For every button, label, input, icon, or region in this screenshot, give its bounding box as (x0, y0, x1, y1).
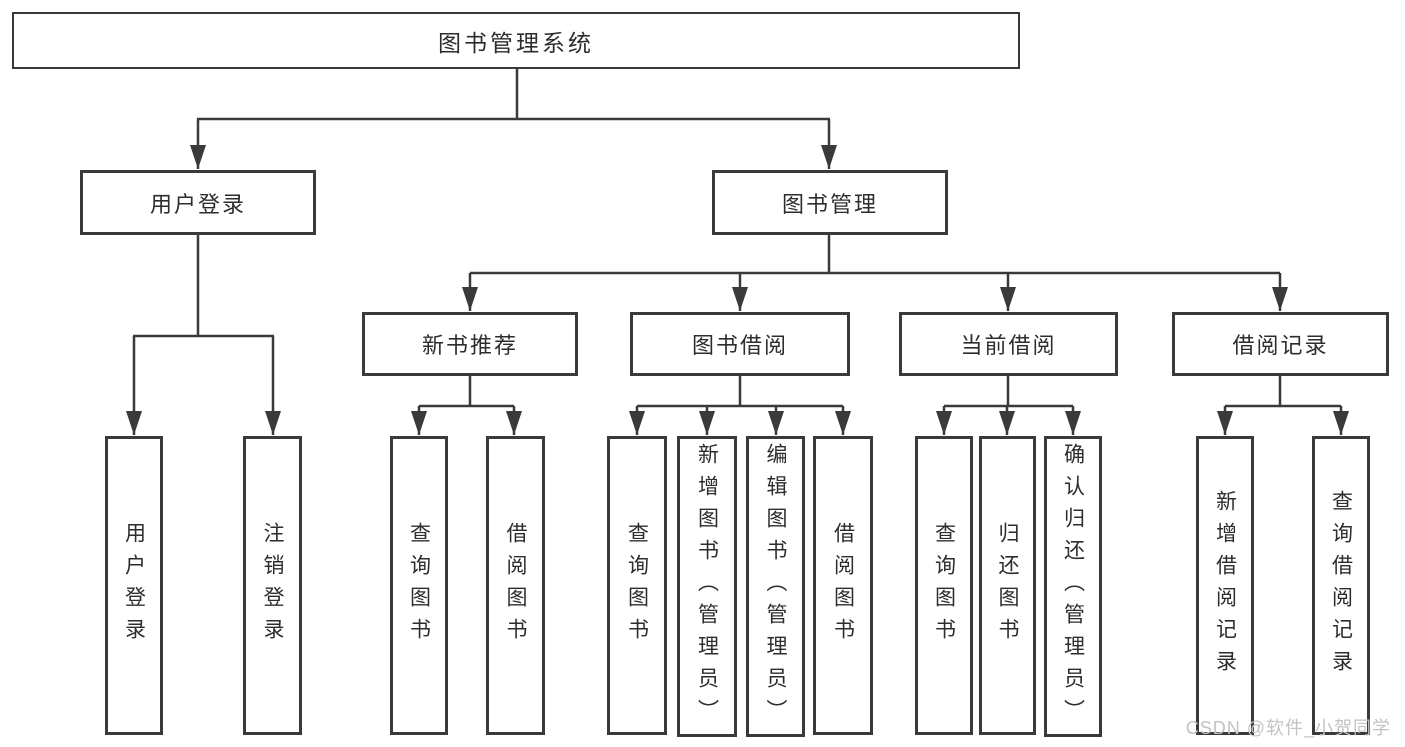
leaf-borrow-query-books-label: 查询图书 (625, 521, 649, 650)
connector-book-management-sections (462, 235, 1288, 311)
leaf-add-borrow-record: 新增借阅记录 (1196, 436, 1254, 735)
connector-borrow-records-children (1217, 376, 1349, 435)
leaf-borrow-borrow-books-label: 借阅图书 (831, 521, 855, 650)
leaf-recommend-query-books-label: 查询图书 (407, 521, 431, 650)
leaf-confirm-return-admin-label: 确认归还（管理员） (1061, 442, 1085, 731)
node-current-borrow: 当前借阅 (899, 312, 1118, 376)
node-new-book-recommend: 新书推荐 (362, 312, 578, 376)
connector-root-to-level2 (190, 69, 837, 169)
leaf-recommend-query-books: 查询图书 (390, 436, 448, 735)
node-borrow-records: 借阅记录 (1172, 312, 1389, 376)
leaf-edit-book-admin-label: 编辑图书（管理员） (764, 442, 787, 731)
leaf-recommend-borrow-books-label: 借阅图书 (504, 521, 527, 650)
node-root-system: 图书管理系统 (12, 12, 1020, 69)
leaf-recommend-borrow-books: 借阅图书 (486, 436, 545, 735)
connector-user-login-children (126, 235, 281, 435)
connector-new-book-recommend-children (411, 376, 522, 435)
node-current-borrow-label: 当前借阅 (960, 333, 1057, 358)
leaf-return-book-label: 归还图书 (996, 521, 1019, 650)
node-book-borrow: 图书借阅 (630, 312, 850, 376)
leaf-borrow-query-books: 查询图书 (607, 436, 667, 735)
node-book-management: 图书管理 (712, 170, 948, 235)
node-root-system-label: 图书管理系统 (438, 29, 594, 56)
connector-book-borrow-children (629, 376, 851, 435)
leaf-add-borrow-record-label: 新增借阅记录 (1213, 489, 1237, 682)
leaf-current-query-books-label: 查询图书 (932, 521, 956, 650)
node-user-login-label: 用户登录 (149, 191, 246, 217)
node-book-management-label: 图书管理 (781, 191, 878, 217)
node-borrow-records-label: 借阅记录 (1232, 333, 1329, 358)
connector-current-borrow-children (936, 376, 1081, 435)
watermark: CSDN @软件_小贺同学 (1185, 718, 1391, 738)
leaf-query-borrow-record: 查询借阅记录 (1312, 436, 1370, 735)
leaf-logout-label: 注销登录 (261, 521, 284, 650)
node-user-login: 用户登录 (80, 170, 316, 235)
leaf-logout: 注销登录 (243, 436, 302, 735)
leaf-confirm-return-admin: 确认归还（管理员） (1044, 436, 1102, 737)
leaf-borrow-borrow-books: 借阅图书 (813, 436, 873, 735)
leaf-user-login: 用户登录 (105, 436, 163, 735)
leaf-add-book-admin: 新增图书（管理员） (677, 436, 737, 737)
leaf-edit-book-admin: 编辑图书（管理员） (746, 436, 805, 737)
leaf-query-borrow-record-label: 查询借阅记录 (1329, 489, 1353, 682)
node-new-book-recommend-label: 新书推荐 (421, 333, 518, 358)
leaf-user-login-label: 用户登录 (122, 521, 146, 650)
node-book-borrow-label: 图书借阅 (691, 333, 788, 358)
leaf-return-book: 归还图书 (979, 436, 1036, 735)
leaf-current-query-books: 查询图书 (915, 436, 973, 735)
leaf-add-book-admin-label: 新增图书（管理员） (695, 442, 719, 731)
